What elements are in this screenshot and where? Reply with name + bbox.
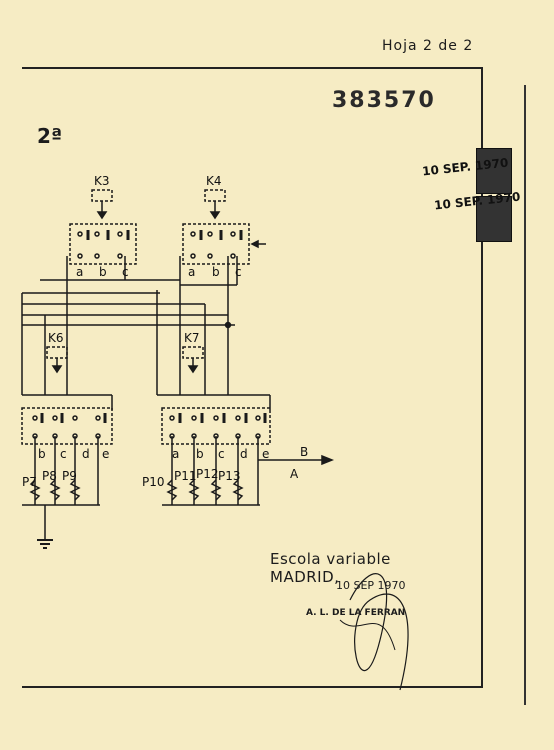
relay-k3-coil <box>91 189 113 202</box>
drawing-frame-bottom <box>22 686 483 688</box>
contact-label: b <box>99 265 107 279</box>
top-contacts <box>77 230 243 259</box>
relay-k6-coil <box>46 346 68 359</box>
relay-k6-label: K6 <box>48 331 64 345</box>
contact-label: c <box>122 265 129 279</box>
footer-line-1: Escola variable <box>270 550 391 568</box>
contact-label: a <box>188 265 195 279</box>
potentiometers <box>29 479 244 501</box>
output-label-b: B <box>300 445 308 459</box>
potentiometer-label: P13 <box>218 469 241 483</box>
contact-label: c <box>218 447 225 461</box>
contact-label: d <box>82 447 90 461</box>
contact-label: b <box>196 447 204 461</box>
footer-line-2: MADRID, <box>270 568 340 586</box>
potentiometer-label: P10 <box>142 475 165 489</box>
contact-label: e <box>102 447 109 461</box>
relay-k4-contact-box <box>182 223 250 265</box>
signature-name: A. L. DE LA FERRAN <box>306 608 406 618</box>
sheet-label: 2ª <box>37 124 63 148</box>
contact-label: c <box>60 447 67 461</box>
document-number: 383570 <box>332 88 436 113</box>
footer-date: 10 SEP 1970 <box>336 579 406 592</box>
margin-line <box>524 85 526 705</box>
relay-k4-coil <box>204 189 226 202</box>
potentiometer-label: P8 <box>42 469 57 483</box>
revenue-stamp: 10 SEP. 1970 10 SEP. 1970 <box>420 148 530 248</box>
stamp-seal-1 <box>476 148 512 194</box>
contact-label: b <box>212 265 220 279</box>
contact-label: b <box>38 447 46 461</box>
drawing-frame-top <box>22 67 482 69</box>
relay-k3-label: K3 <box>94 174 110 188</box>
page-header: Hoja 2 de 2 <box>382 38 474 54</box>
relay-k3-contact-box <box>69 223 137 265</box>
contact-label: c <box>235 265 242 279</box>
output-label-a: A <box>290 467 299 481</box>
bottom-contacts <box>32 413 267 439</box>
relay-k7-coil <box>182 346 204 359</box>
contact-label: a <box>172 447 179 461</box>
contact-label: a <box>76 265 83 279</box>
contact-label: d <box>240 447 248 461</box>
potentiometer-label: P11 <box>174 469 197 483</box>
relay-k7-label: K7 <box>184 331 200 345</box>
drawing-frame-right <box>481 67 483 687</box>
potentiometer-label: P12 <box>196 467 219 481</box>
stamp-seal-2 <box>476 196 512 242</box>
relay-k4-label: K4 <box>206 174 222 188</box>
potentiometer-label: P7 <box>22 475 37 489</box>
relay-k6-contact-box <box>21 407 113 445</box>
potentiometer-label: P9 <box>62 469 77 483</box>
contact-label: e <box>262 447 269 461</box>
